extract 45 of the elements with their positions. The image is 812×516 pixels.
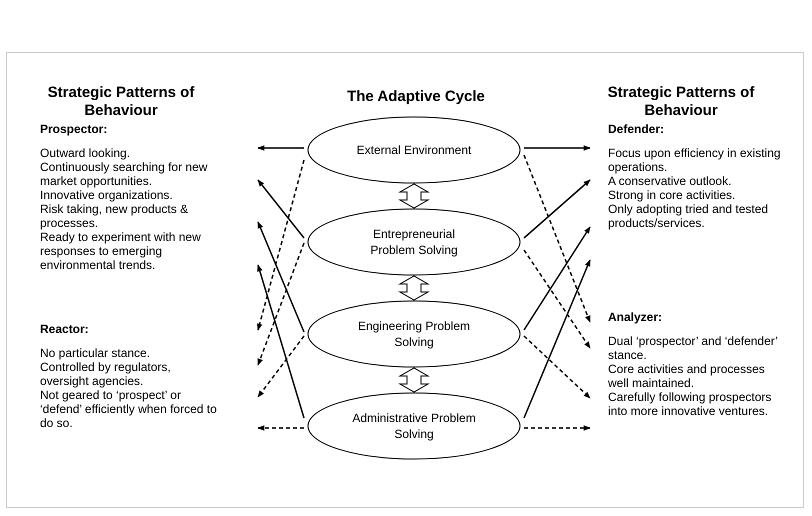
block-text: Risk taking, new products & processes. — [40, 202, 190, 230]
arrow — [257, 264, 305, 418]
block-text: Carefully following prospectors into more innovative ventures. — [608, 390, 772, 418]
dashed-arrow — [523, 250, 591, 349]
column-heading: Strategic Patterns of Behaviour — [46, 84, 196, 120]
block-text: Strong in core activities. — [608, 188, 736, 202]
ellipse-label: Engineering Problem Solving — [356, 318, 472, 350]
dashed-arrow — [256, 160, 305, 331]
arrow — [257, 145, 304, 151]
hollow-double-arrow — [398, 183, 430, 209]
ellipse-label: Administrative Problem Solving — [351, 410, 477, 442]
arrow — [523, 226, 591, 330]
block-heading: Defender: — [608, 121, 666, 138]
dashed-arrow — [257, 242, 305, 366]
block-text: Not geared to ‘prospect’ or ‘defend’ efficiently when forced to do so. — [40, 388, 218, 430]
dashed-arrow — [523, 154, 591, 323]
block-heading: Reactor: — [40, 321, 90, 338]
block-text: Ready to experiment with new responses to emerging environmental trends. — [40, 230, 202, 272]
arrow — [257, 221, 305, 332]
dashed-arrow — [523, 335, 591, 399]
arrow — [523, 259, 591, 418]
block-text: Controlled by regulators, oversight agencies. — [40, 360, 172, 388]
block-text: A conservative outlook. — [608, 174, 732, 188]
ellipse-label: Entrepreneurial Problem Solving — [369, 226, 459, 258]
block-text: Innovative organizations. — [40, 188, 174, 202]
arrow — [524, 145, 591, 151]
ellipse-label: External Environment — [356, 142, 472, 158]
block-text: Only adopting tried and tested products/services. — [608, 202, 770, 230]
dashed-arrow — [524, 425, 591, 431]
diagram-title: The Adaptive Cycle — [346, 87, 486, 107]
block-text: Focus upon efficiency in existing operations. — [608, 146, 782, 174]
hollow-double-arrow — [398, 367, 430, 393]
block-text: Continuously searching for new market opportunities. — [40, 160, 208, 188]
block-text: Dual ‘prospector’ and ‘defender’ stance. — [608, 334, 778, 362]
dashed-arrow — [257, 425, 304, 431]
hollow-double-arrow — [398, 275, 430, 301]
block-text: Outward looking. — [40, 146, 132, 160]
block-text: No particular stance. — [40, 346, 152, 360]
arrow — [524, 179, 591, 239]
block-heading: Prospector: — [40, 121, 108, 138]
arrow — [257, 179, 305, 238]
column-heading: Strategic Patterns of Behaviour — [606, 84, 756, 120]
dashed-arrow — [257, 336, 305, 398]
block-text: Core activities and processes well maintained. — [608, 362, 766, 390]
block-heading: Analyzer: — [608, 309, 664, 326]
